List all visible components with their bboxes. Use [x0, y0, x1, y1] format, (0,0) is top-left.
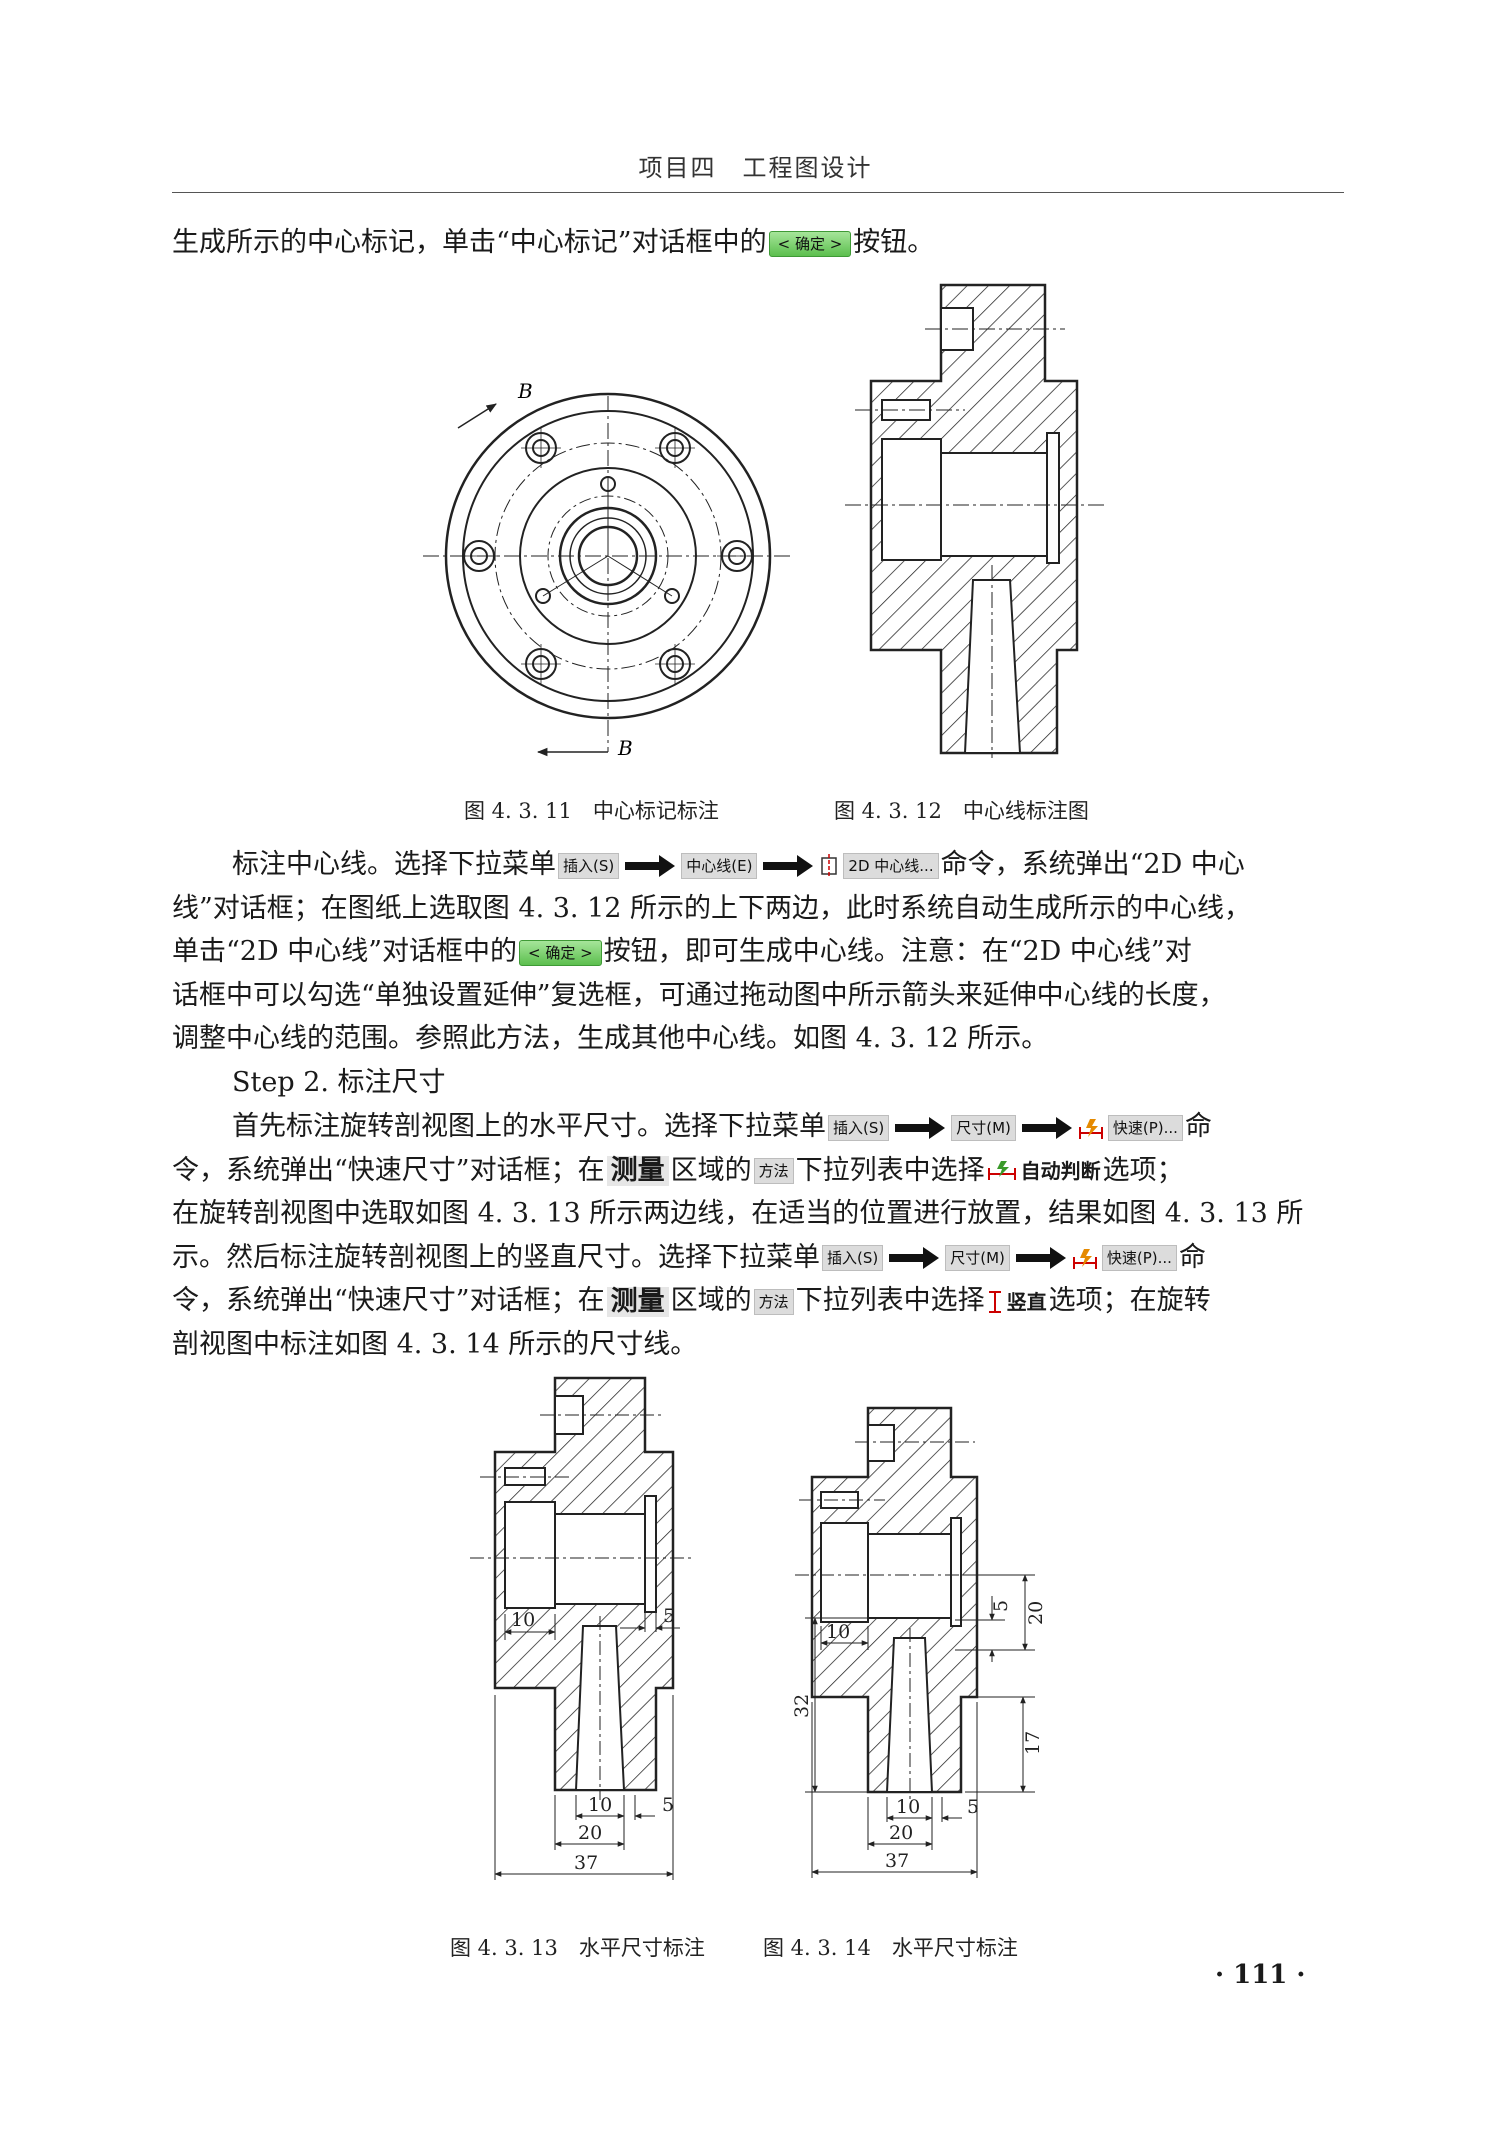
ok-button-chip: < 确定 >	[768, 230, 852, 257]
step-2-heading: Step 2. 标注尺寸	[172, 1061, 1344, 1105]
menu-2d-centerline-chip: 2D 中心线...	[843, 852, 939, 879]
menu-insert-chip: 插入(S)	[828, 1114, 890, 1141]
quick-dimension-icon	[1072, 1249, 1097, 1269]
dim-10-lower: 10	[896, 1796, 920, 1818]
figure-4-3-11-center-mark-drawing: B B	[423, 379, 793, 760]
figure-4-3-12-caption: 图 4. 3. 12 中心线标注图	[834, 799, 1089, 823]
arrow-right-icon	[889, 1247, 940, 1269]
para3-line2-a: 令，系统弹出“快速尺寸”对话框；在	[172, 1154, 605, 1186]
measure-label-chip: 测量	[606, 1156, 669, 1186]
para3-line5-c: 下拉列表中选择	[795, 1285, 985, 1316]
dim-37: 37	[885, 1850, 909, 1872]
page-number: · 111 ·	[1215, 1960, 1306, 1990]
dim-5-lower: 5	[967, 1796, 979, 1818]
paragraph-center-mark: 生成所示的中心标记，单击“中心标记”对话框中的< 确定 >按钮。	[172, 221, 1344, 265]
figure-4-3-13-horizontal-dimensions: 10 5 10 5 20 37	[470, 1376, 695, 1880]
menu-centerline-chip: 中心线(E)	[681, 852, 758, 879]
step-2-title: Step 2. 标注尺寸	[232, 1067, 446, 1098]
menu-insert-chip: 插入(S)	[558, 852, 620, 879]
dim-10-upper: 10	[511, 1609, 535, 1631]
menu-insert-chip: 插入(S)	[822, 1245, 884, 1271]
arrow-right-icon	[1015, 1247, 1066, 1269]
para3-line5-b: 区域的	[670, 1285, 752, 1316]
para3-line4-b: 命	[1178, 1241, 1206, 1273]
para2-line5: 调整中心线的范围。参照此方法，生成其他中心线。如图 4. 3. 12 所示。	[172, 1023, 1049, 1054]
figure-4-3-11-caption: 图 4. 3. 11 中心标记标注	[464, 799, 719, 823]
para3-line2-d: 选项；	[1102, 1154, 1184, 1186]
para3-line1-b: 命	[1184, 1111, 1212, 1142]
dim-5-lower: 5	[662, 1794, 674, 1816]
para2-line3-b: 按钮，即可生成中心线。注意：在“2D 中心线”对	[603, 936, 1192, 967]
para3-line2-b: 区域的	[670, 1154, 752, 1186]
para2-line2: 线”对话框；在图纸上选取图 4. 3. 12 所示的上下两边，此时系统自动生成所…	[172, 892, 1252, 924]
para3-line1-a: 首先标注旋转剖视图上的水平尺寸。选择下拉菜单	[232, 1111, 826, 1142]
menu-quick-chip: 快速(P)...	[1107, 1114, 1183, 1141]
dim-10-lower: 10	[588, 1794, 612, 1816]
dim-20-vertical: 20	[1025, 1601, 1047, 1625]
page-header: 项目四 工程图设计	[638, 154, 873, 182]
section-label-top: B	[517, 379, 533, 403]
para1-text-after: 按钮。	[853, 227, 935, 258]
figure-4-3-14-caption: 图 4. 3. 14 水平尺寸标注	[763, 1936, 1018, 1960]
arrow-right-icon	[1021, 1116, 1072, 1139]
dim-17-vertical: 17	[1022, 1731, 1044, 1755]
para2-line3-a: 单击“2D 中心线”对话框中的	[172, 936, 518, 967]
dim-20: 20	[578, 1822, 602, 1844]
quick-dimension-icon	[1078, 1118, 1103, 1139]
paragraph-dimension: 首先标注旋转剖视图上的水平尺寸。选择下拉菜单插入(S)尺寸(M)快速(P)...…	[172, 1105, 1344, 1366]
measure-label-chip: 测量	[606, 1286, 669, 1317]
menu-dimension-chip: 尺寸(M)	[951, 1114, 1016, 1141]
figure-4-3-13-caption: 图 4. 3. 13 水平尺寸标注	[450, 1936, 705, 1960]
dim-5-vertical: 5	[990, 1600, 1012, 1612]
dim-37: 37	[574, 1852, 598, 1874]
arrow-right-icon	[625, 854, 676, 877]
para3-line6: 剖视图中标注如图 4. 3. 14 所示的尺寸线。	[172, 1328, 698, 1360]
para3-line5-a: 令，系统弹出“快速尺寸”对话框；在	[172, 1285, 605, 1316]
figure-4-3-12-section-drawing	[845, 283, 1105, 758]
arrow-right-icon	[895, 1116, 946, 1139]
centerline-2d-icon	[821, 853, 838, 878]
dim-10-upper: 10	[826, 1621, 850, 1643]
para2-line1-b: 命令，系统弹出“2D 中心	[940, 849, 1245, 880]
para2-line4: 话框中可以勾选“单独设置延伸”复选框，可通过拖动图中所示箭头来延伸中心线的长度，	[172, 979, 1226, 1011]
menu-dimension-chip: 尺寸(M)	[945, 1245, 1010, 1271]
para3-line4-a: 示。然后标注旋转剖视图上的竖直尺寸。选择下拉菜单	[172, 1241, 820, 1273]
dim-5-upper: 5	[663, 1605, 675, 1627]
para3-line5-d: 选项；在旋转	[1048, 1285, 1211, 1316]
dim-20: 20	[889, 1822, 913, 1844]
arrow-right-icon	[763, 854, 814, 877]
auto-infer-label: 自动判断	[1020, 1159, 1101, 1183]
ok-button-chip: < 确定 >	[519, 939, 602, 966]
section-label-bottom: B	[617, 736, 633, 760]
paragraph-centerline: 标注中心线。选择下拉菜单插入(S) 中心线(E) 2D 中心线...命令，系统弹出“…	[172, 843, 1344, 1061]
figure-4-3-14-horizontal-dimensions: 10 5 20 32 17 10 5 20 37	[791, 1406, 1047, 1878]
menu-quick-chip: 快速(P)...	[1101, 1245, 1177, 1271]
para3-line2-c: 下拉列表中选择	[795, 1154, 985, 1186]
dim-32-vertical: 32	[791, 1694, 813, 1718]
para1-text-before: 生成所示的中心标记，单击“中心标记”对话框中的	[172, 227, 767, 258]
vertical-dimension-icon	[988, 1290, 1001, 1313]
method-label-chip: 方法	[753, 1158, 794, 1184]
method-label-chip: 方法	[753, 1288, 794, 1315]
auto-infer-dimension-icon	[987, 1161, 1016, 1180]
vertical-label: 竖直	[1006, 1289, 1047, 1314]
header-rule	[172, 192, 1344, 193]
para2-line1-a: 标注中心线。选择下拉菜单	[232, 849, 556, 880]
para3-line3: 在旋转剖视图中选取如图 4. 3. 13 所示两边线，在适当的位置进行放置，结果…	[172, 1198, 1304, 1229]
